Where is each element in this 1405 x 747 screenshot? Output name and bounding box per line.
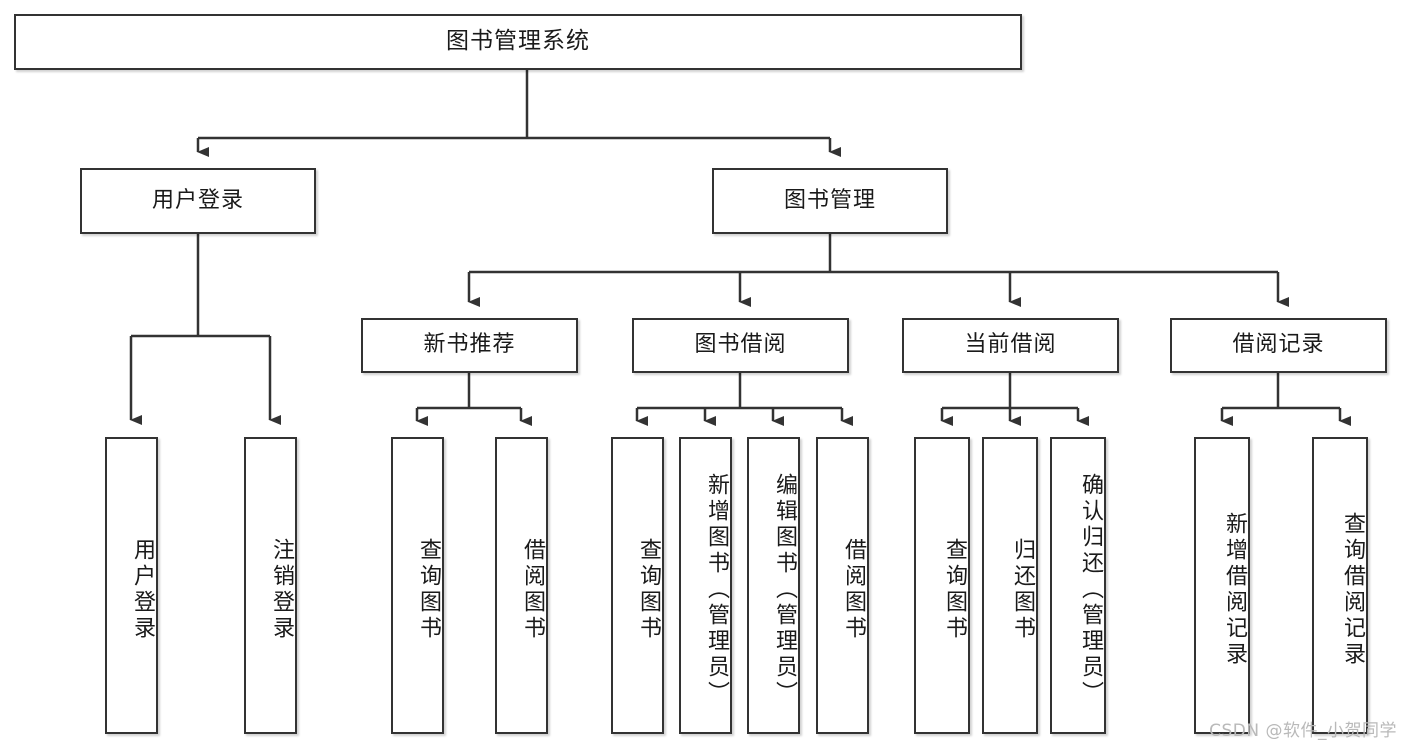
node-root-system[interactable]: 图书管理系统 <box>14 14 1022 70</box>
node-leaf-add-book-admin[interactable]: 新增图书（管理员） <box>679 437 732 734</box>
node-leaf-query-book-1[interactable]: 查询图书 <box>391 437 444 734</box>
node-new-book-recommend[interactable]: 新书推荐 <box>361 318 578 373</box>
node-leaf-borrow-book-2[interactable]: 借阅图书 <box>816 437 869 734</box>
node-leaf-logout-login[interactable]: 注销登录 <box>244 437 297 734</box>
node-current-borrow[interactable]: 当前借阅 <box>902 318 1119 373</box>
csdn-watermark: CSDN @软件_小贺同学 <box>1209 721 1397 741</box>
node-user-login[interactable]: 用户登录 <box>80 168 316 234</box>
node-leaf-user-login[interactable]: 用户登录 <box>105 437 158 734</box>
node-book-borrow[interactable]: 图书借阅 <box>632 318 849 373</box>
node-borrow-record[interactable]: 借阅记录 <box>1170 318 1387 373</box>
node-book-manage[interactable]: 图书管理 <box>712 168 948 234</box>
node-leaf-edit-book-admin[interactable]: 编辑图书（管理员） <box>747 437 800 734</box>
node-leaf-return-book[interactable]: 归还图书 <box>982 437 1038 734</box>
node-leaf-query-book-3[interactable]: 查询图书 <box>914 437 970 734</box>
node-leaf-query-borrow-record[interactable]: 查询借阅记录 <box>1312 437 1368 734</box>
node-leaf-query-book-2[interactable]: 查询图书 <box>611 437 664 734</box>
node-leaf-borrow-book-1[interactable]: 借阅图书 <box>495 437 548 734</box>
node-leaf-add-borrow-record[interactable]: 新增借阅记录 <box>1194 437 1250 734</box>
node-leaf-confirm-return-admin[interactable]: 确认归还（管理员） <box>1050 437 1106 734</box>
